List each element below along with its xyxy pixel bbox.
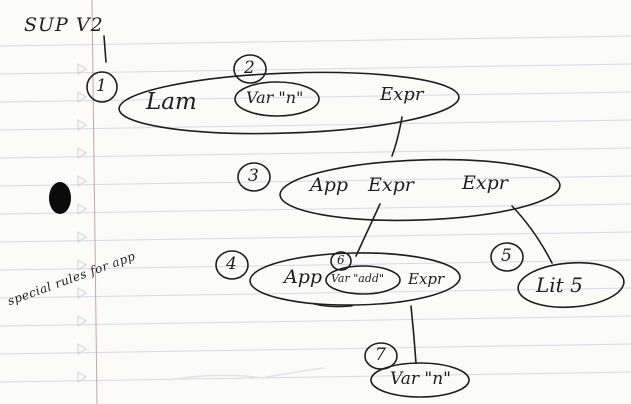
title-stroke	[103, 35, 107, 63]
num-5-circle	[490, 242, 524, 272]
edge-1-3	[391, 116, 403, 157]
edge-4-7	[410, 305, 417, 364]
node-4-label: App	[284, 266, 323, 288]
node-6-label: Var "add"	[331, 272, 385, 285]
num-7-circle	[364, 342, 398, 370]
node-5-number: 5	[501, 246, 512, 266]
node-3-number: 3	[248, 166, 259, 186]
node-2-ellipse	[234, 81, 320, 117]
num-4-circle	[215, 250, 249, 280]
node-5-label: Lit 5	[536, 273, 583, 297]
node-2-label: Var "n"	[246, 88, 304, 107]
num-1-circle	[86, 71, 118, 103]
node-3-expr-1: Expr	[368, 174, 414, 196]
node-1-ellipse	[118, 71, 460, 135]
node-5-ellipse	[517, 261, 625, 309]
node-6-number: 6	[337, 253, 345, 267]
node-3-label: App	[310, 174, 349, 196]
punch-hole	[49, 182, 71, 214]
scribble	[313, 303, 353, 308]
node-4-expr: Expr	[408, 270, 445, 288]
num-3-circle	[237, 162, 271, 192]
edge-3-4	[355, 203, 381, 257]
node-1-number: 1	[96, 76, 107, 96]
node-1-expr: Expr	[380, 84, 424, 105]
node-4-number: 4	[226, 254, 237, 274]
node-4-ellipse	[249, 252, 461, 306]
ghost-scribble	[167, 367, 325, 381]
node-2-number: 2	[244, 58, 255, 78]
node-7-number: 7	[375, 345, 386, 365]
node-7-label: Var "n"	[390, 369, 451, 389]
node-7-ellipse	[370, 362, 470, 398]
num-6-circle	[330, 251, 352, 271]
edge-3-5	[511, 205, 553, 264]
num-2-circle	[233, 54, 267, 84]
node-3-ellipse	[279, 158, 561, 222]
node-6-ellipse	[325, 265, 401, 295]
node-3-expr-2: Expr	[462, 172, 508, 194]
node-1-label: Lam	[146, 89, 197, 115]
page-title: SUP V2	[24, 14, 104, 36]
